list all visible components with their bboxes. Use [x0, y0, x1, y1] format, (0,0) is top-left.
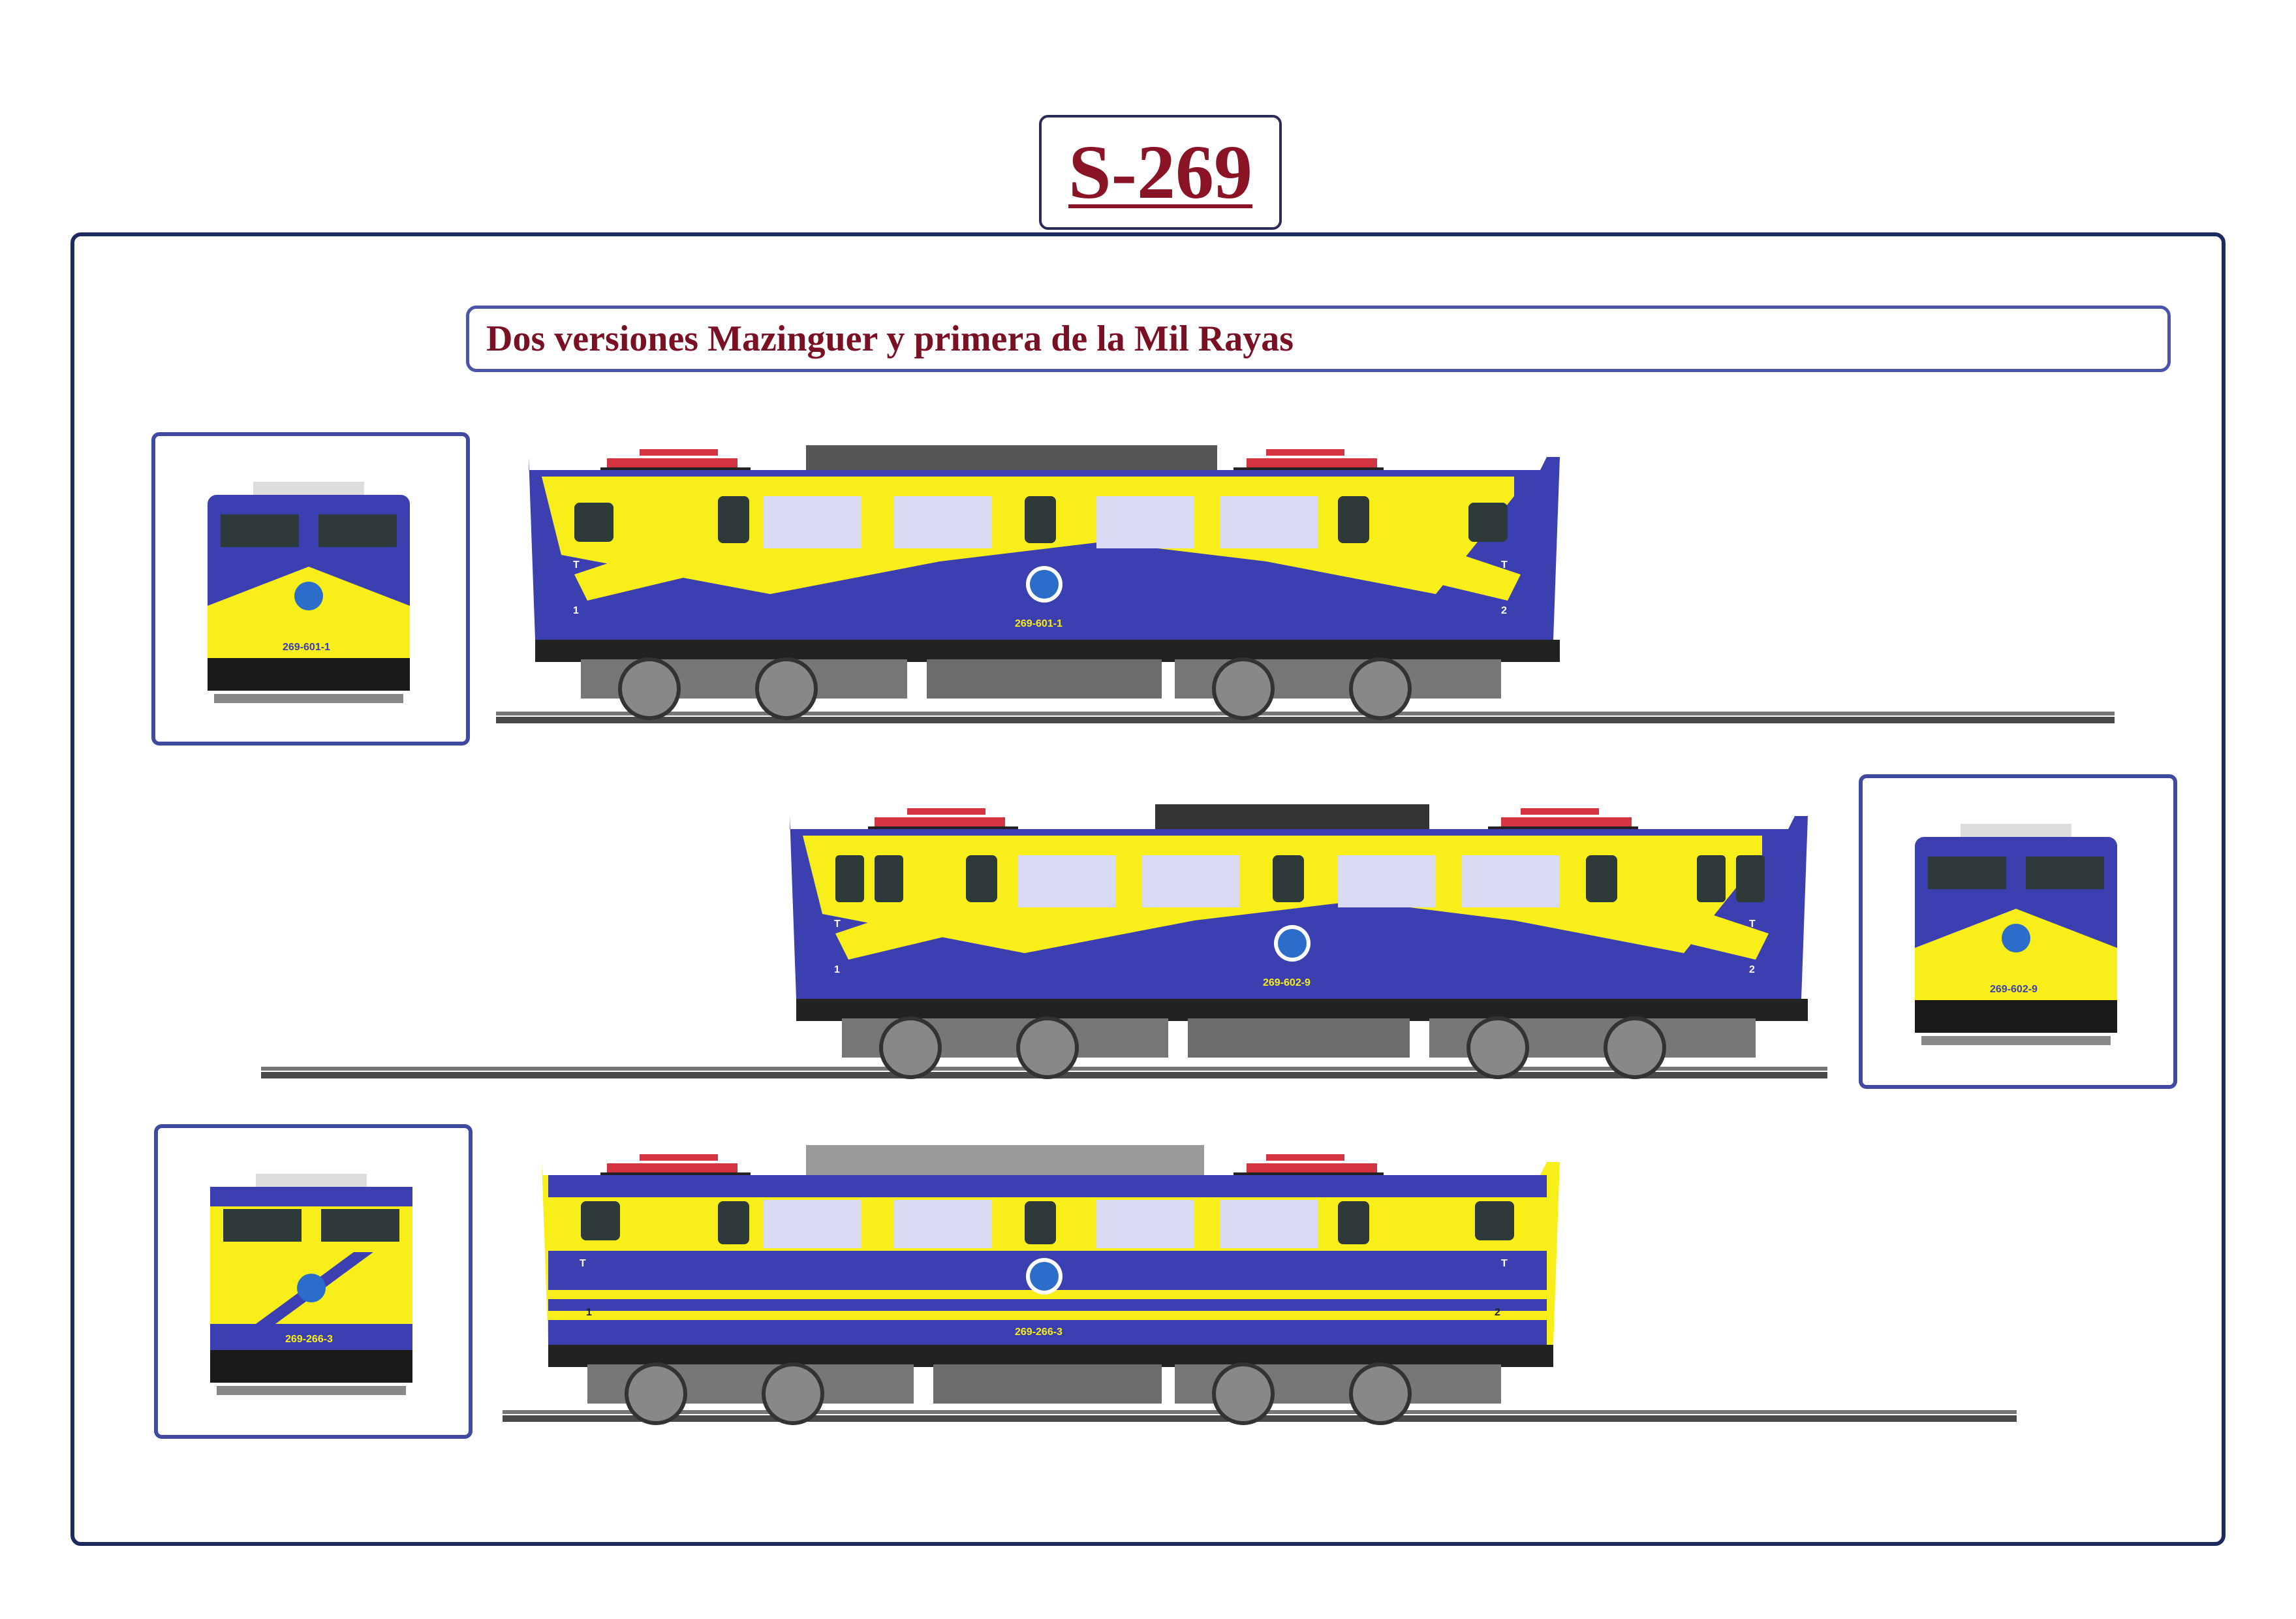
- loco-side-view-1: 269-601-1 T T 1 2: [496, 445, 2115, 723]
- underframe: [796, 999, 1808, 1021]
- roof-equipment: [806, 1145, 1204, 1179]
- cab-number-right: 2: [1495, 1307, 1500, 1318]
- cab-mark-left: T: [834, 919, 841, 930]
- front-view-frame-3: 269-266-3: [154, 1124, 473, 1439]
- loco-front-view-3: 269-266-3: [210, 1174, 412, 1395]
- fuel-tank: [1188, 1018, 1410, 1058]
- rail: [496, 717, 2115, 723]
- side-grilles: [581, 1200, 1514, 1248]
- front-number: 269-266-3: [285, 1334, 333, 1345]
- fuel-tank: [927, 659, 1162, 699]
- cab-number-left: 1: [834, 964, 840, 975]
- cab-mark-right: T: [1501, 1258, 1508, 1269]
- bogie-left: [842, 1016, 1168, 1079]
- fuel-tank: [933, 1364, 1162, 1404]
- loco-front-view-1: 269-601-1: [208, 482, 410, 703]
- page-title-box: S-269: [1039, 115, 1282, 230]
- loco-number: 269-602-9: [1263, 977, 1311, 988]
- front-view-frame-2: 269-602-9: [1859, 774, 2177, 1089]
- renfe-logo-icon: [1026, 566, 1063, 603]
- bogie-right: [1175, 657, 1501, 720]
- cab-number-left: 1: [586, 1307, 592, 1318]
- loco-number: 269-266-3: [1015, 1327, 1063, 1338]
- bogie-left: [587, 1362, 914, 1425]
- cab-number-right: 2: [1749, 964, 1755, 975]
- loco-front-view-2: 269-602-9: [1915, 824, 2117, 1045]
- blue-band-bottom: [548, 1320, 1547, 1345]
- subtitle-box: Dos versiones Mazinguer y primera de la …: [466, 306, 2171, 372]
- cab-mark-left: T: [580, 1258, 586, 1269]
- side-grilles: [718, 496, 1369, 548]
- yellow-stripe-low: [574, 529, 724, 601]
- front-number: 269-602-9: [1990, 984, 2038, 995]
- yellow-stripe-low-right: [1619, 888, 1769, 960]
- cab-mark-right: T: [1749, 919, 1756, 930]
- loco-number: 269-601-1: [1015, 618, 1063, 629]
- front-view-frame-1: 269-601-1: [151, 432, 470, 746]
- cab-window-left: [574, 503, 613, 542]
- loco-side-view-3: 269-266-3 T T 1 2: [503, 1145, 2017, 1425]
- blue-band-top: [548, 1175, 1547, 1197]
- renfe-logo-icon: [1026, 1258, 1063, 1295]
- bogie-left: [581, 657, 907, 720]
- side-grilles: [835, 855, 1765, 907]
- cab-mark-left: T: [573, 559, 580, 571]
- rail-ties: [496, 712, 2115, 715]
- yellow-stripe-low: [835, 888, 985, 960]
- front-number: 269-601-1: [283, 642, 330, 653]
- blue-band-low: [548, 1299, 1547, 1311]
- cab-number-left: 1: [573, 605, 579, 616]
- bogie-right: [1429, 1016, 1756, 1079]
- renfe-logo-icon: [1274, 925, 1311, 962]
- loco-side-view-2: 269-602-9 T T 1 2: [261, 804, 1827, 1079]
- cab-number-right: 2: [1501, 605, 1507, 616]
- bogie-right: [1175, 1362, 1501, 1425]
- underframe: [548, 1345, 1553, 1367]
- cab-mark-right: T: [1501, 559, 1508, 571]
- underframe: [535, 640, 1560, 662]
- cab-window-right: [1468, 503, 1508, 542]
- page-title: S-269: [1068, 129, 1252, 215]
- yellow-stripe-low-right: [1371, 529, 1521, 601]
- content-frame: [70, 232, 2226, 1546]
- subtitle: Dos versiones Mazinguer y primera de la …: [486, 319, 1294, 359]
